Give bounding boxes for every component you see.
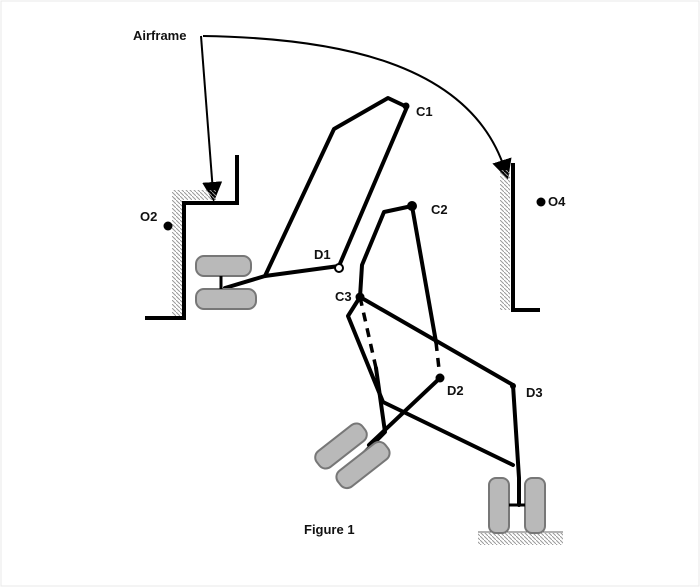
o2-label: O2 [140,209,157,224]
d2-label: D2 [447,383,464,398]
pivot-o2 [163,221,173,231]
extended-wheels [488,477,546,534]
ground [478,531,563,545]
airframe-arrow-right [202,35,512,180]
retracted-wheels [195,255,257,310]
pivot-d1 [334,263,344,273]
pivot-c2 [407,201,417,211]
retracted-gear-linkage [223,96,409,290]
pivot-d3 [510,383,516,389]
airframe-label: Airframe [133,28,186,43]
pivot-o4 [536,197,546,207]
o4-label: O4 [548,194,566,209]
d3-label: D3 [526,385,543,400]
c3-label: C3 [335,289,352,304]
airframe-arrow-left [200,35,223,202]
left-airframe-wall [145,155,239,320]
c2-label: C2 [431,202,448,217]
d1-label: D1 [314,247,331,262]
right-airframe-wall [500,163,540,312]
pivot-d2 [435,373,445,383]
pivot-c1 [402,102,410,110]
c1-label: C1 [416,104,433,119]
intermediate-gear-linkage [358,204,442,459]
figure-caption: Figure 1 [304,522,355,537]
intermediate-wheels [314,422,391,490]
extended-gear-linkage [346,295,521,507]
